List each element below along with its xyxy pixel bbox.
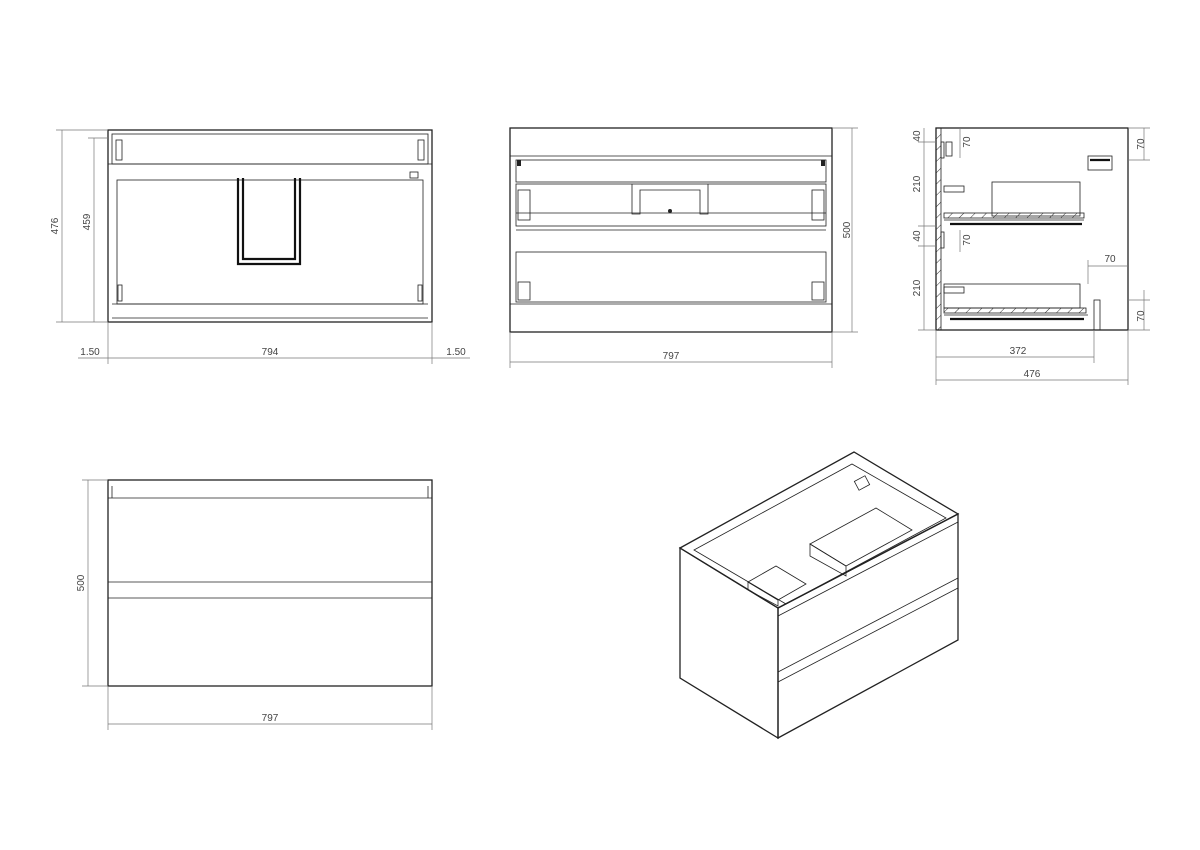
dim-back-width: 794 — [262, 347, 279, 358]
dim-side-drawer-1-height: 210 — [912, 175, 923, 192]
dim-front-open-width: 797 — [663, 351, 680, 362]
dim-side-top-gap-2: 40 — [912, 230, 923, 242]
dim-side-rail-3: 70 — [1136, 138, 1147, 150]
dim-side-rail-2: 70 — [962, 234, 973, 246]
dim-side-top-gap-1: 40 — [912, 130, 923, 142]
dim-side-rail-4: 70 — [1136, 310, 1147, 322]
dim-back-height-inner: 459 — [82, 213, 93, 230]
front-view: 500 797 — [76, 479, 433, 730]
dim-side-rail-5: 70 — [1104, 254, 1116, 265]
dim-back-side-left: 1.50 — [80, 347, 100, 358]
dim-side-inner-depth: 372 — [1010, 346, 1027, 357]
front-open-view: 500 797 — [509, 127, 858, 368]
isometric-view — [678, 451, 960, 740]
side-section-view: 40 210 40 210 70 70 70 70 70 372 476 — [912, 127, 1150, 385]
dim-front-height: 500 — [76, 574, 87, 591]
back-view: 476 459 794 1.50 1.50 — [50, 129, 470, 364]
dim-front-width: 797 — [262, 713, 279, 724]
dim-back-height-total: 476 — [50, 217, 61, 234]
dim-side-depth: 476 — [1024, 369, 1041, 380]
dim-side-drawer-2-height: 210 — [912, 279, 923, 296]
dim-front-open-height: 500 — [842, 221, 853, 238]
dim-side-rail-1: 70 — [962, 136, 973, 148]
dim-back-side-right: 1.50 — [446, 347, 466, 358]
